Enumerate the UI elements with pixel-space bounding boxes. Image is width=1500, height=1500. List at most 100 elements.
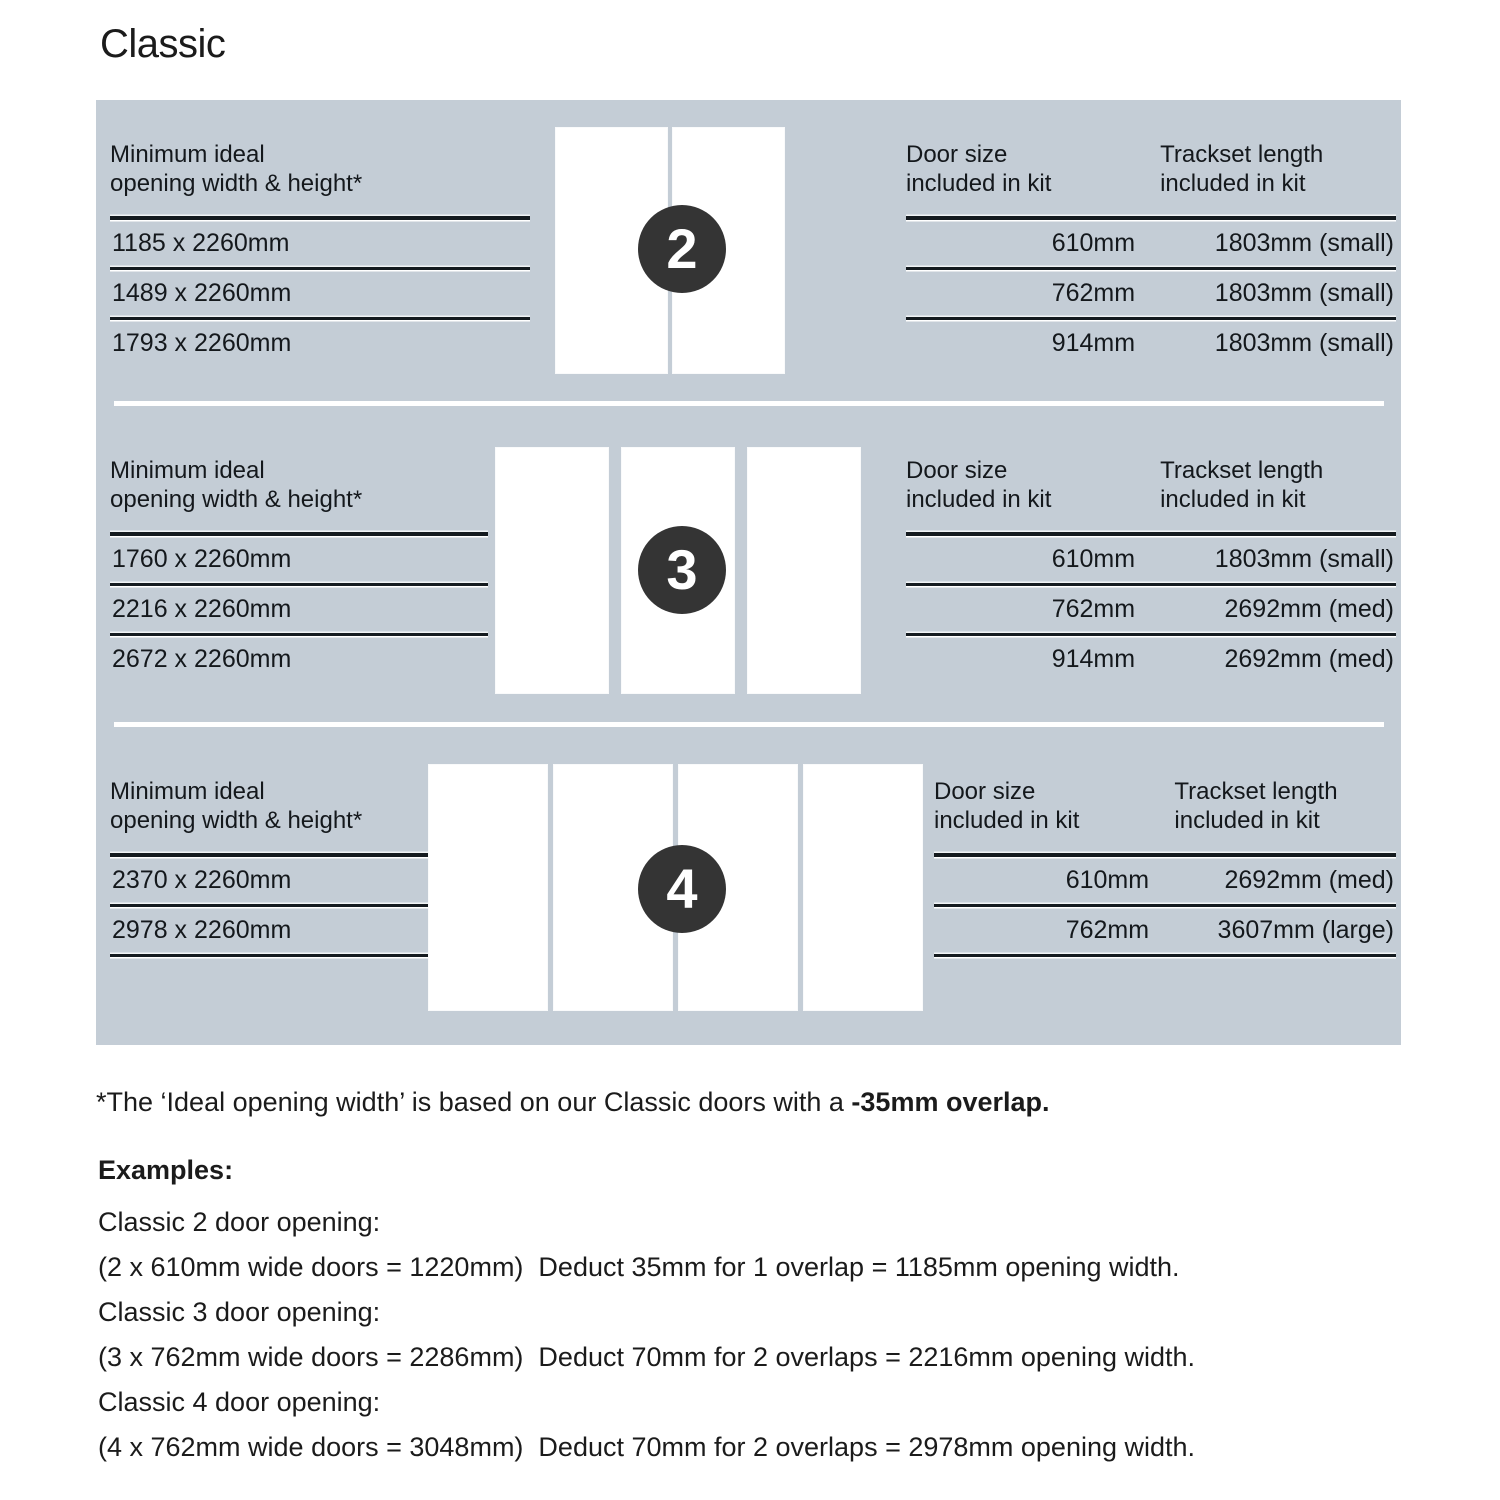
column-header-opening: Minimum ideal opening width & height*	[110, 457, 363, 513]
trackset-value: 1803mm (small)	[1214, 229, 1394, 257]
table-row: 1185 x 2260mm	[110, 220, 530, 267]
examples-heading: Examples:	[98, 1155, 234, 1185]
door-panel	[429, 765, 547, 1010]
table-row: 762mm 3607mm (large)	[934, 907, 1396, 954]
table-row: 2216 x 2260mm	[110, 586, 530, 633]
row-rule	[110, 317, 530, 320]
examples-list: Classic 2 door opening: (2 x 610mm wide …	[98, 1200, 1428, 1470]
column-header-door-size: Door size included in kit	[934, 778, 1080, 834]
trackset-value: 1803mm (small)	[1214, 279, 1394, 307]
table-row: 610mm 1803mm (small)	[906, 220, 1396, 267]
row-rule	[906, 267, 1396, 270]
example-line: (3 x 762mm wide doors = 2286mm) Deduct 7…	[98, 1342, 1196, 1372]
example-line: Classic 3 door opening:	[98, 1297, 381, 1327]
opening-value: 2672 x 2260mm	[112, 645, 292, 673]
table-row: 1793 x 2260mm	[110, 320, 530, 367]
table-row: 610mm 1803mm (small)	[906, 536, 1396, 583]
trackset-value: 2692mm (med)	[1224, 866, 1395, 894]
spec-section-3-door: Minimum ideal opening width & height* 17…	[96, 416, 1401, 721]
spec-section-2-door: Minimum ideal opening width & height* 11…	[96, 100, 1401, 400]
spec-section-4-door: Minimum ideal opening width & height* 23…	[96, 737, 1401, 1045]
row-rule	[906, 633, 1396, 636]
trackset-value: 2692mm (med)	[1224, 595, 1395, 623]
door-size-value: 762mm	[1065, 916, 1150, 944]
opening-column: Minimum ideal opening width & height* 11…	[110, 140, 530, 367]
opening-value: 2978 x 2260mm	[112, 916, 292, 944]
door-diagram-4	[429, 765, 929, 1010]
table-row: 914mm 2692mm (med)	[906, 636, 1396, 683]
table-row: 1760 x 2260mm	[110, 536, 530, 583]
table-row: 762mm 2692mm (med)	[906, 586, 1396, 633]
row-rule	[934, 954, 1396, 957]
column-header-door-size: Door size included in kit	[906, 141, 1052, 197]
table-row: 914mm 1803mm (small)	[906, 320, 1396, 367]
column-headers: Door size included in kit Trackset lengt…	[934, 777, 1396, 835]
column-header-opening: Minimum ideal opening width & height*	[110, 778, 363, 834]
header-rule	[906, 216, 1396, 220]
header-rule	[906, 532, 1396, 536]
door-size-value: 914mm	[1051, 329, 1136, 357]
header-rule	[110, 216, 530, 220]
kit-column: Door size included in kit Trackset lengt…	[934, 777, 1396, 957]
column-header-door-size: Door size included in kit	[906, 457, 1052, 513]
door-size-value: 610mm	[1051, 229, 1136, 257]
kit-column: Door size included in kit Trackset lengt…	[906, 456, 1396, 683]
opening-value: 1760 x 2260mm	[112, 545, 292, 573]
row-rule	[110, 954, 428, 957]
door-count-badge: 2	[638, 205, 726, 293]
door-panel	[496, 448, 608, 693]
door-panel	[804, 765, 922, 1010]
opening-value: 2216 x 2260mm	[112, 595, 292, 623]
header-rule	[934, 853, 1396, 857]
section-divider	[114, 722, 1384, 727]
opening-value: 1185 x 2260mm	[112, 229, 290, 257]
trackset-value: 2692mm (med)	[1224, 645, 1395, 673]
row-rule	[110, 633, 488, 636]
footnote: *The ‘Ideal opening width’ is based on o…	[96, 1085, 1050, 1119]
kit-column: Door size included in kit Trackset lengt…	[906, 140, 1396, 367]
column-header-trackset: Trackset length included in kit	[1160, 141, 1324, 197]
footnote-text: *The ‘Ideal opening width’ is based on o…	[96, 1087, 852, 1117]
spec-table-panel: Minimum ideal opening width & height* 11…	[96, 100, 1401, 1045]
table-row: 2978 x 2260mm	[110, 907, 530, 954]
door-size-value: 762mm	[1051, 595, 1136, 623]
door-size-value: 914mm	[1051, 645, 1136, 673]
table-row: 762mm 1803mm (small)	[906, 270, 1396, 317]
column-headers: Door size included in kit Trackset lengt…	[906, 456, 1396, 514]
table-row: 610mm 2692mm (med)	[934, 857, 1396, 904]
header-rule	[110, 532, 488, 536]
door-count-badge: 3	[638, 526, 726, 614]
section-divider	[114, 401, 1384, 406]
column-header-opening: Minimum ideal opening width & height*	[110, 141, 363, 197]
row-rule	[934, 904, 1396, 907]
door-size-value: 610mm	[1051, 545, 1136, 573]
door-size-value: 610mm	[1065, 866, 1150, 894]
door-size-value: 762mm	[1051, 279, 1136, 307]
footnote-emphasis: -35mm overlap.	[851, 1087, 1050, 1117]
row-rule	[110, 583, 488, 586]
example-line: Classic 2 door opening:	[98, 1207, 381, 1237]
table-row: 2672 x 2260mm	[110, 636, 530, 683]
page-title: Classic	[100, 22, 226, 66]
column-headers: Door size included in kit Trackset lengt…	[906, 140, 1396, 198]
table-row: 1489 x 2260mm	[110, 270, 530, 317]
column-header-trackset: Trackset length included in kit	[1174, 778, 1338, 834]
trackset-value: 3607mm (large)	[1217, 916, 1394, 944]
example-line: (2 x 610mm wide doors = 1220mm) Deduct 3…	[98, 1252, 1180, 1282]
trackset-value: 1803mm (small)	[1214, 329, 1394, 357]
table-row: 2370 x 2260mm	[110, 857, 530, 904]
opening-column: Minimum ideal opening width & height* 23…	[110, 777, 530, 957]
opening-column: Minimum ideal opening width & height* 17…	[110, 456, 530, 683]
opening-value: 1489 x 2260mm	[112, 279, 292, 307]
opening-value: 2370 x 2260mm	[112, 866, 292, 894]
row-rule	[906, 583, 1396, 586]
row-rule	[110, 904, 428, 907]
opening-value: 1793 x 2260mm	[112, 329, 292, 357]
row-rule	[906, 317, 1396, 320]
door-panel	[748, 448, 860, 693]
example-line: (4 x 762mm wide doors = 3048mm) Deduct 7…	[98, 1432, 1196, 1462]
door-count-badge: 4	[638, 845, 726, 933]
column-header-trackset: Trackset length included in kit	[1160, 457, 1324, 513]
example-line: Classic 4 door opening:	[98, 1387, 381, 1417]
row-rule	[110, 267, 530, 270]
